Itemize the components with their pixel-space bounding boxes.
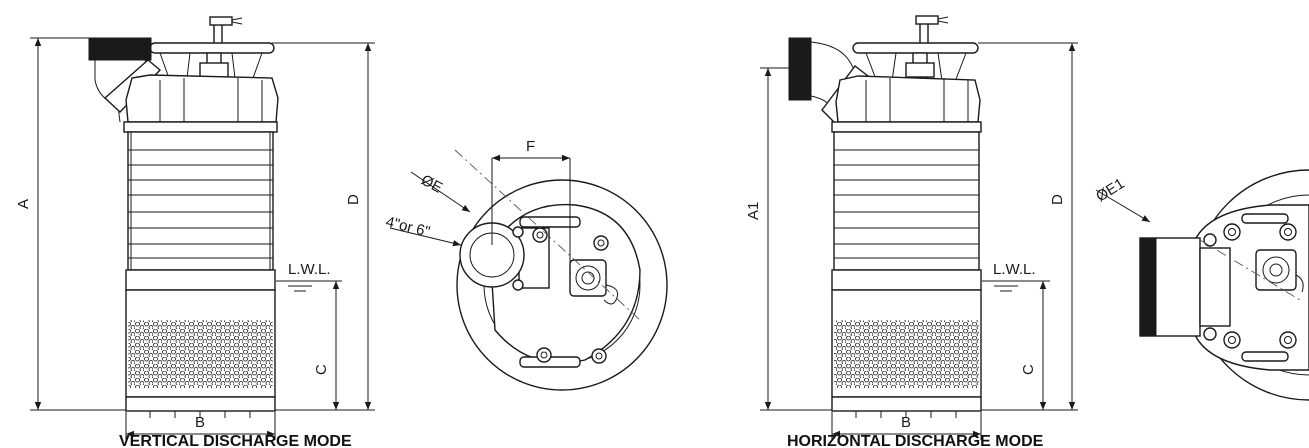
- horizontal-top-view: ØE1: [1093, 169, 1309, 401]
- cable-box: [569, 259, 607, 297]
- vertical-side-view: A D C L.W.L. B VERTICAL DISCHARGE MODE: [15, 16, 375, 448]
- cable-connector: [209, 16, 233, 26]
- dim-d-label-h: D: [1049, 194, 1066, 205]
- lwl-label-h: L.W.L.: [993, 261, 1036, 278]
- dim-c-label: C: [313, 364, 330, 375]
- outlet-size-label: 4"or 6": [384, 213, 432, 240]
- dim-a1-label: A1: [745, 202, 762, 220]
- dim-b-label-h: B: [901, 414, 911, 431]
- pump-body: [127, 131, 274, 271]
- outlet-flange: [88, 37, 152, 61]
- dim-c-label-h: C: [1020, 364, 1037, 375]
- dim-b-label: B: [195, 414, 205, 431]
- lifting-handle-h: [852, 42, 979, 54]
- dim-a-label: A: [15, 199, 32, 209]
- dim-e1-label: ØE1: [1093, 175, 1127, 205]
- lifting-handle: [149, 42, 275, 54]
- horizontal-caption: HORIZONTAL DISCHARGE MODE: [787, 433, 1044, 448]
- water-level-symbol: [282, 280, 318, 292]
- motor-housing: [125, 74, 279, 123]
- dim-f-label: F: [526, 138, 535, 155]
- lwl-label: L.W.L.: [288, 261, 331, 278]
- vertical-top-view: F ØE 4"or 6": [384, 138, 668, 391]
- horizontal-side-view: A1 D C L.W.L. B HORIZONTAL DISCHARGE MOD…: [745, 15, 1078, 448]
- vertical-caption: VERTICAL DISCHARGE MODE: [119, 433, 352, 448]
- dim-d-label: D: [345, 194, 362, 205]
- outlet-flange-h: [788, 37, 812, 101]
